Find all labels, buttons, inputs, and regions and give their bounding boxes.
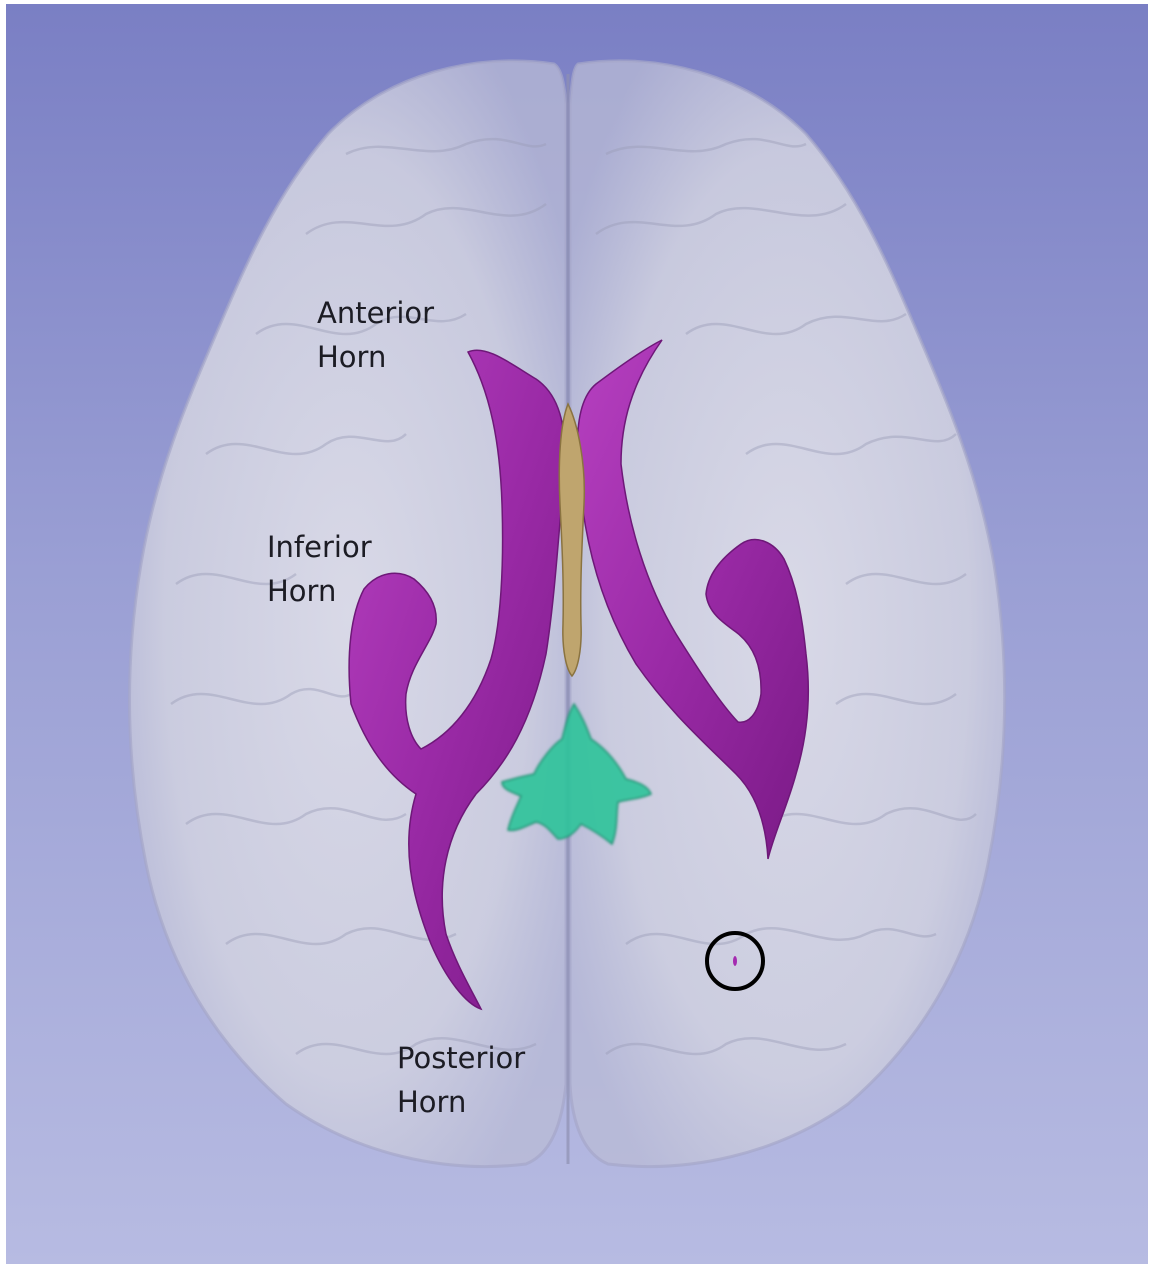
posterior-horn-label-line2: Horn [397, 1080, 525, 1124]
third-ventricle [559, 404, 584, 676]
posterior-horn-label-line1: Posterior [397, 1036, 525, 1080]
anterior-horn-label-line1: Anterior [317, 291, 434, 335]
posterior-horn-label: Posterior Horn [397, 1036, 525, 1124]
inferior-horn-label-line2: Horn [267, 569, 372, 613]
inferior-horn-label: Inferior Horn [267, 525, 372, 613]
marker-dot [733, 956, 737, 966]
anterior-horn-label: Anterior Horn [317, 291, 434, 379]
brain-3d-render [6, 4, 1148, 1264]
inferior-horn-label-line1: Inferior [267, 525, 372, 569]
anterior-horn-label-line2: Horn [317, 335, 434, 379]
render-viewport: Anterior Horn Inferior Horn Posterior Ho… [6, 4, 1148, 1264]
